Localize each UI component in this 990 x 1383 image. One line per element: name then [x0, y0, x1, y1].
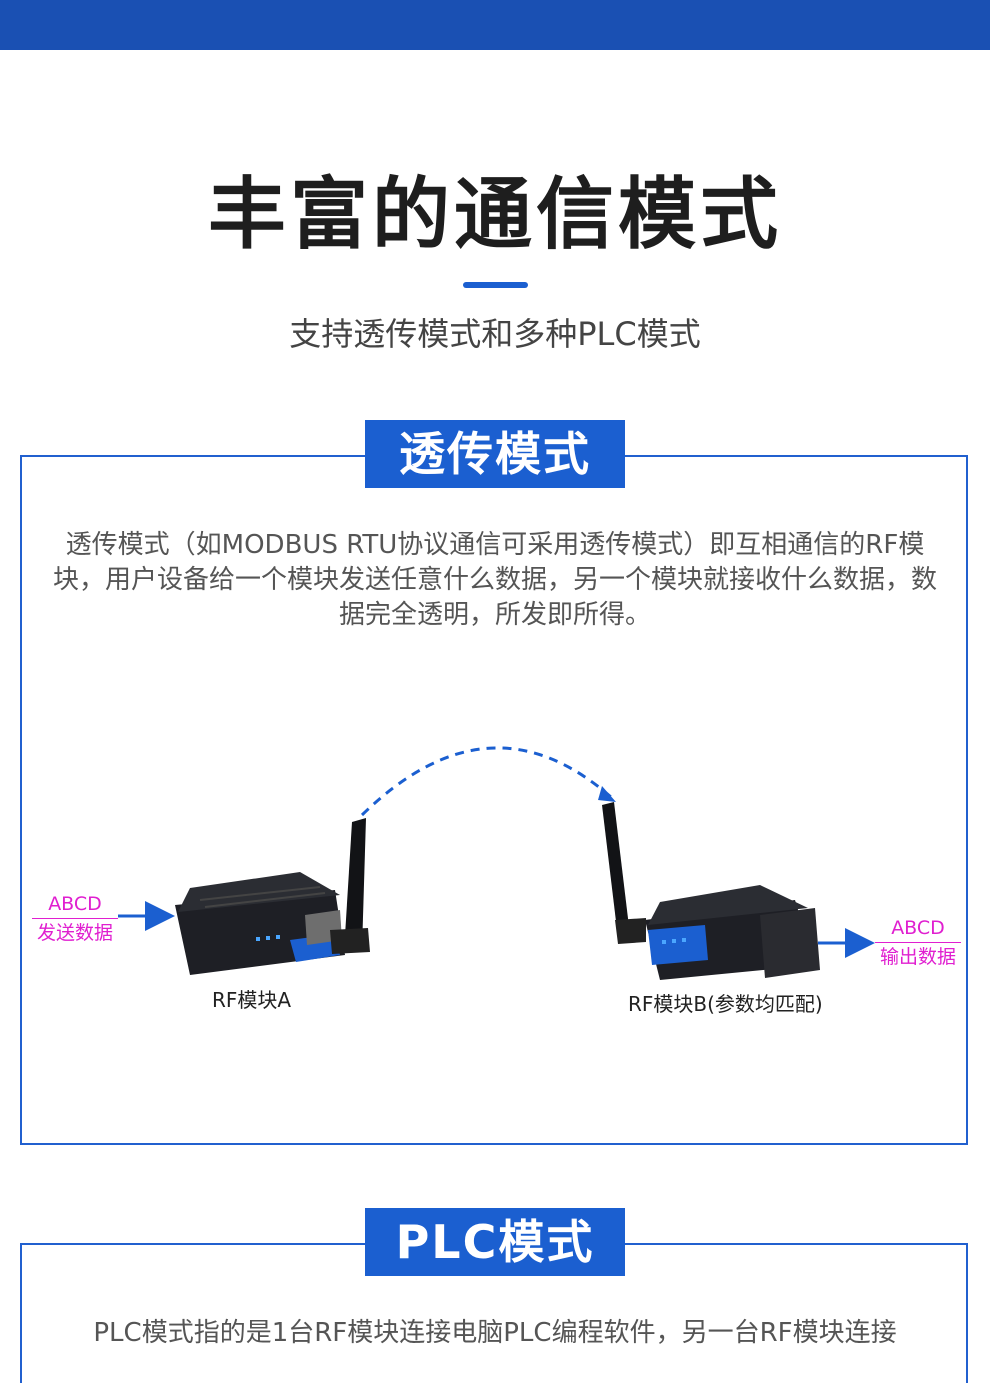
page-title: 丰富的通信模式: [207, 170, 782, 260]
plc-mode-description: PLC模式指的是1台RF模块连接电脑PLC编程软件，另一台RF模块连接: [93, 1318, 897, 1348]
page-subtitle: 支持透传模式和多种PLC模式: [289, 315, 701, 353]
title-underline: [463, 282, 528, 288]
transparent-mode-description: 透传模式（如MODBUS RTU协议通信可采用透传模式）即互相通信的RF模块，用…: [52, 530, 937, 630]
plc-mode-tab: PLC模式: [365, 1208, 625, 1276]
top-banner: [0, 0, 990, 50]
transparent-mode-tab: 透传模式: [365, 420, 625, 488]
